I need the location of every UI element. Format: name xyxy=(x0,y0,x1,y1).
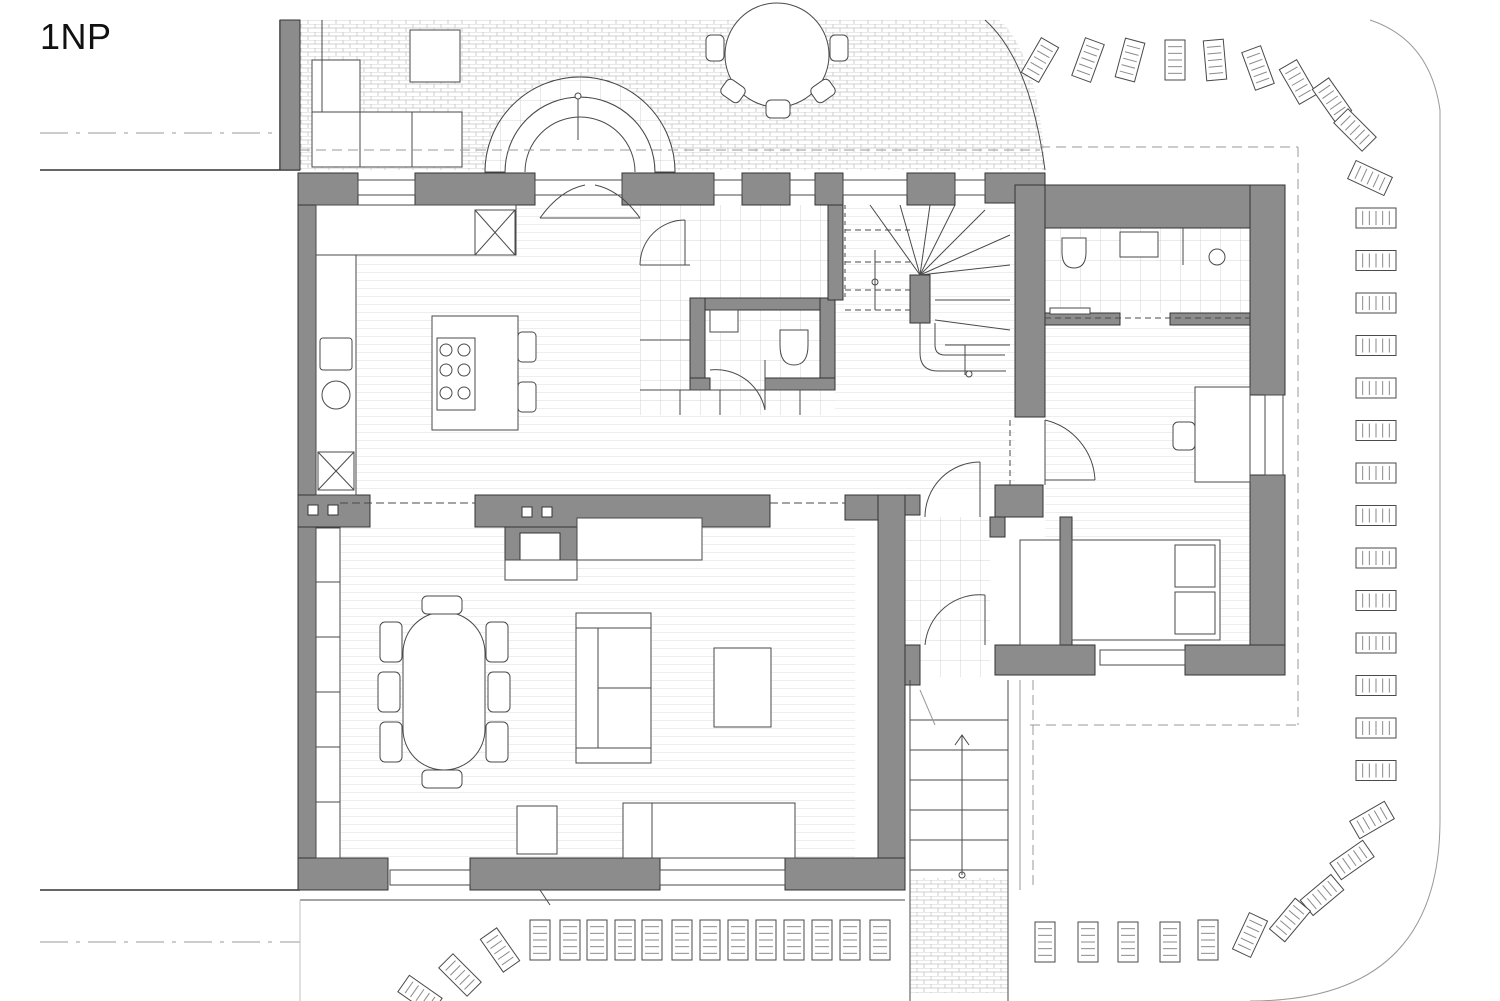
paver-icon xyxy=(1355,335,1397,356)
paver-icon xyxy=(1202,38,1228,82)
paver-icon xyxy=(671,919,693,961)
bedroom xyxy=(1009,386,1251,646)
paver-icon xyxy=(1355,377,1397,399)
paver-icon xyxy=(783,919,805,961)
terrace xyxy=(40,2,1299,726)
paver-icon xyxy=(727,919,749,961)
paver-icon xyxy=(586,919,608,961)
paver-icon xyxy=(1071,37,1105,83)
paver-icon xyxy=(1355,462,1397,484)
floor-label: 1NP xyxy=(40,16,112,57)
paver-icon xyxy=(1355,207,1397,229)
paver-icon xyxy=(811,919,833,961)
paver-icon xyxy=(559,919,581,961)
paver-icon xyxy=(1355,505,1397,526)
paver-icon xyxy=(1268,897,1312,943)
paver-icon xyxy=(1355,250,1397,271)
paver-icon xyxy=(839,919,861,961)
kitchen xyxy=(315,204,537,496)
paver-icon xyxy=(1159,921,1181,963)
paver-icon xyxy=(869,919,891,961)
paver-icon xyxy=(1278,58,1318,106)
garden-pavers xyxy=(397,36,1397,1001)
paver-icon xyxy=(1197,919,1219,961)
paver-icon xyxy=(479,927,521,973)
living-dining xyxy=(315,502,845,859)
paver-icon xyxy=(641,919,663,961)
paver-icon xyxy=(1231,911,1269,959)
paver-icon xyxy=(1333,108,1377,152)
paver-icon xyxy=(1034,921,1056,963)
bathroom xyxy=(1045,228,1250,319)
paver-icon xyxy=(1355,760,1397,781)
staircase-icon xyxy=(844,204,1011,378)
wc xyxy=(639,219,835,415)
paver-icon xyxy=(529,919,551,961)
paver-icon xyxy=(1355,292,1397,314)
paver-icon xyxy=(1164,39,1186,81)
paver-icon xyxy=(1355,675,1397,696)
paver-icon xyxy=(1117,921,1139,963)
paver-icon xyxy=(1329,839,1375,881)
paver-icon xyxy=(755,919,777,961)
paver-icon xyxy=(1355,547,1397,569)
walls xyxy=(279,19,1286,891)
paver-icon xyxy=(1241,45,1275,91)
toilet-icon xyxy=(1061,237,1087,269)
paver-icon xyxy=(1355,420,1397,441)
paver-icon xyxy=(1355,632,1397,654)
entry-hall xyxy=(539,461,1034,1001)
paver-icon xyxy=(1077,921,1099,963)
sink-icon xyxy=(1119,231,1159,258)
paver-icon xyxy=(1348,800,1396,840)
paver-icon xyxy=(1346,159,1394,197)
paver-icon xyxy=(1020,36,1060,84)
paver-icon xyxy=(1114,37,1146,83)
paver-icon xyxy=(397,974,443,1001)
paver-icon xyxy=(1355,590,1397,611)
paver-icon xyxy=(438,953,482,997)
paver-icon xyxy=(614,919,636,961)
paver-icon xyxy=(699,919,721,961)
flues xyxy=(307,504,561,561)
toilet-icon xyxy=(779,329,809,366)
paver-icon xyxy=(1311,77,1353,123)
windows xyxy=(357,179,1284,886)
paver-icon xyxy=(1355,717,1397,739)
